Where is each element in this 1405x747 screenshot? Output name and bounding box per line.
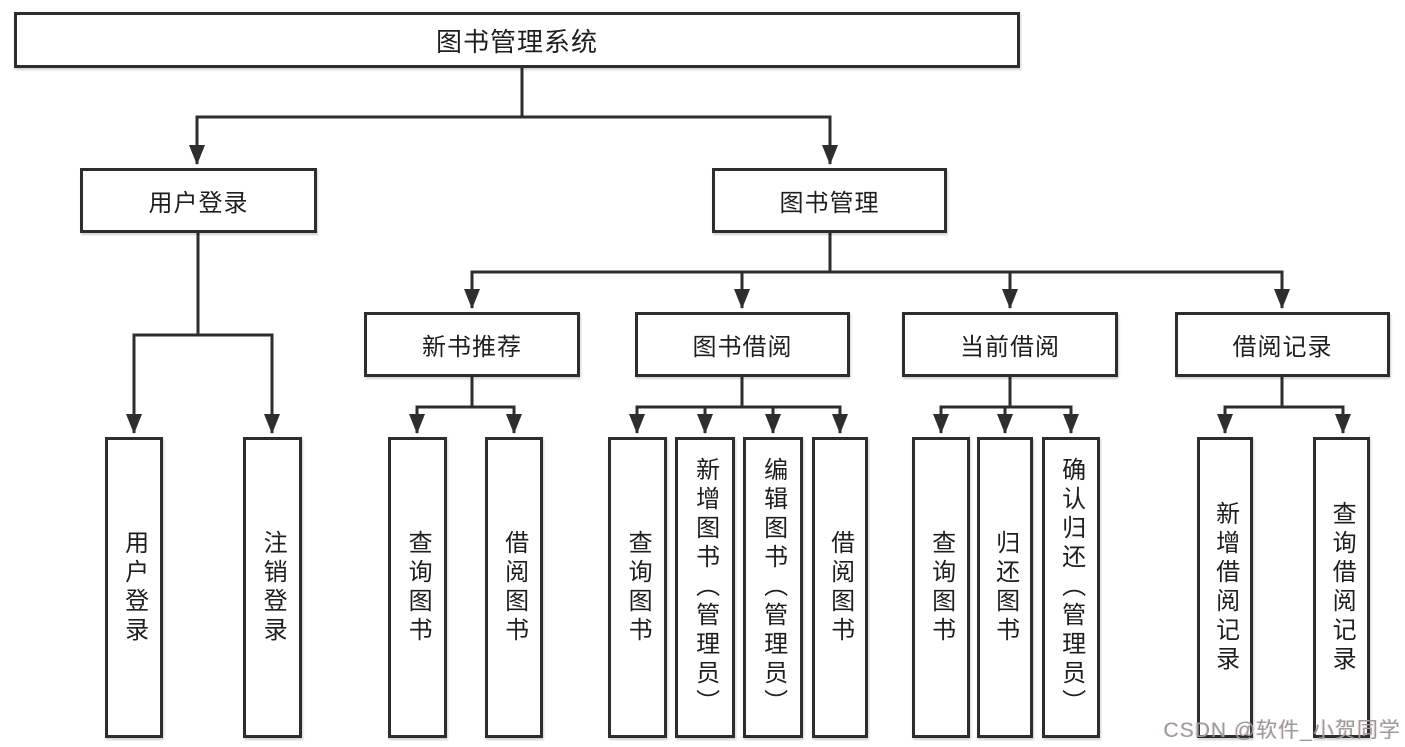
node-book-borrow: 图书借阅	[635, 312, 850, 377]
leaf-query-books-recommend: 查询图书	[388, 437, 447, 738]
node-new-book-recommend: 新书推荐	[364, 312, 580, 377]
leaf-label: 新增图书（管理员）	[691, 457, 719, 718]
node-user-login-branch: 用户登录	[80, 168, 317, 233]
leaf-label: 注销登录	[259, 529, 287, 646]
node-label: 图书借阅	[692, 334, 793, 361]
connector-trunks	[132, 68, 1345, 409]
leaf-label: 查询图书	[404, 529, 432, 646]
leaf-add-books-admin: 新增图书（管理员）	[675, 437, 735, 738]
leaf-label: 归还图书	[991, 529, 1019, 646]
leaf-add-borrow-record: 新增借阅记录	[1197, 437, 1253, 738]
node-root-system: 图书管理系统	[14, 12, 1020, 68]
leaf-query-books-borrow: 查询图书	[608, 437, 667, 738]
node-borrow-records: 借阅记录	[1175, 312, 1390, 377]
leaf-label: 新增借阅记录	[1211, 500, 1239, 675]
leaf-return-books: 归还图书	[977, 437, 1033, 738]
node-label: 图书管理	[779, 190, 880, 217]
connector-arrows	[126, 117, 1351, 434]
node-book-management: 图书管理	[712, 168, 947, 233]
leaf-label: 查询图书	[927, 529, 955, 646]
node-label: 新书推荐	[422, 334, 522, 361]
leaf-query-books-current: 查询图书	[912, 437, 970, 738]
node-label: 用户登录	[148, 190, 249, 217]
leaf-query-borrow-record: 查询借阅记录	[1313, 437, 1370, 738]
leaf-label: 查询借阅记录	[1328, 500, 1356, 675]
leaf-logout: 注销登录	[243, 437, 302, 738]
leaf-edit-books-admin: 编辑图书（管理员）	[743, 437, 803, 738]
leaf-label: 借阅图书	[826, 529, 854, 646]
leaf-confirm-return-admin: 确认归还（管理员）	[1042, 437, 1100, 738]
node-label: 借阅记录	[1232, 334, 1333, 361]
node-root-label: 图书管理系统	[435, 26, 598, 57]
leaf-label: 用户登录	[120, 529, 148, 646]
leaf-label: 查询图书	[624, 529, 652, 646]
leaf-label: 确认归还（管理员）	[1057, 457, 1085, 718]
leaf-borrow-books: 借阅图书	[812, 437, 868, 738]
node-label: 当前借阅	[960, 334, 1060, 361]
csdn-watermark: CSDN @软件_小贺同学	[1163, 719, 1401, 742]
leaf-user-login: 用户登录	[105, 437, 163, 738]
node-current-borrow: 当前借阅	[902, 312, 1118, 377]
leaf-borrow-books-recommend: 借阅图书	[485, 437, 543, 738]
leaf-label: 编辑图书（管理员）	[759, 457, 787, 718]
leaf-label: 借阅图书	[500, 529, 528, 646]
